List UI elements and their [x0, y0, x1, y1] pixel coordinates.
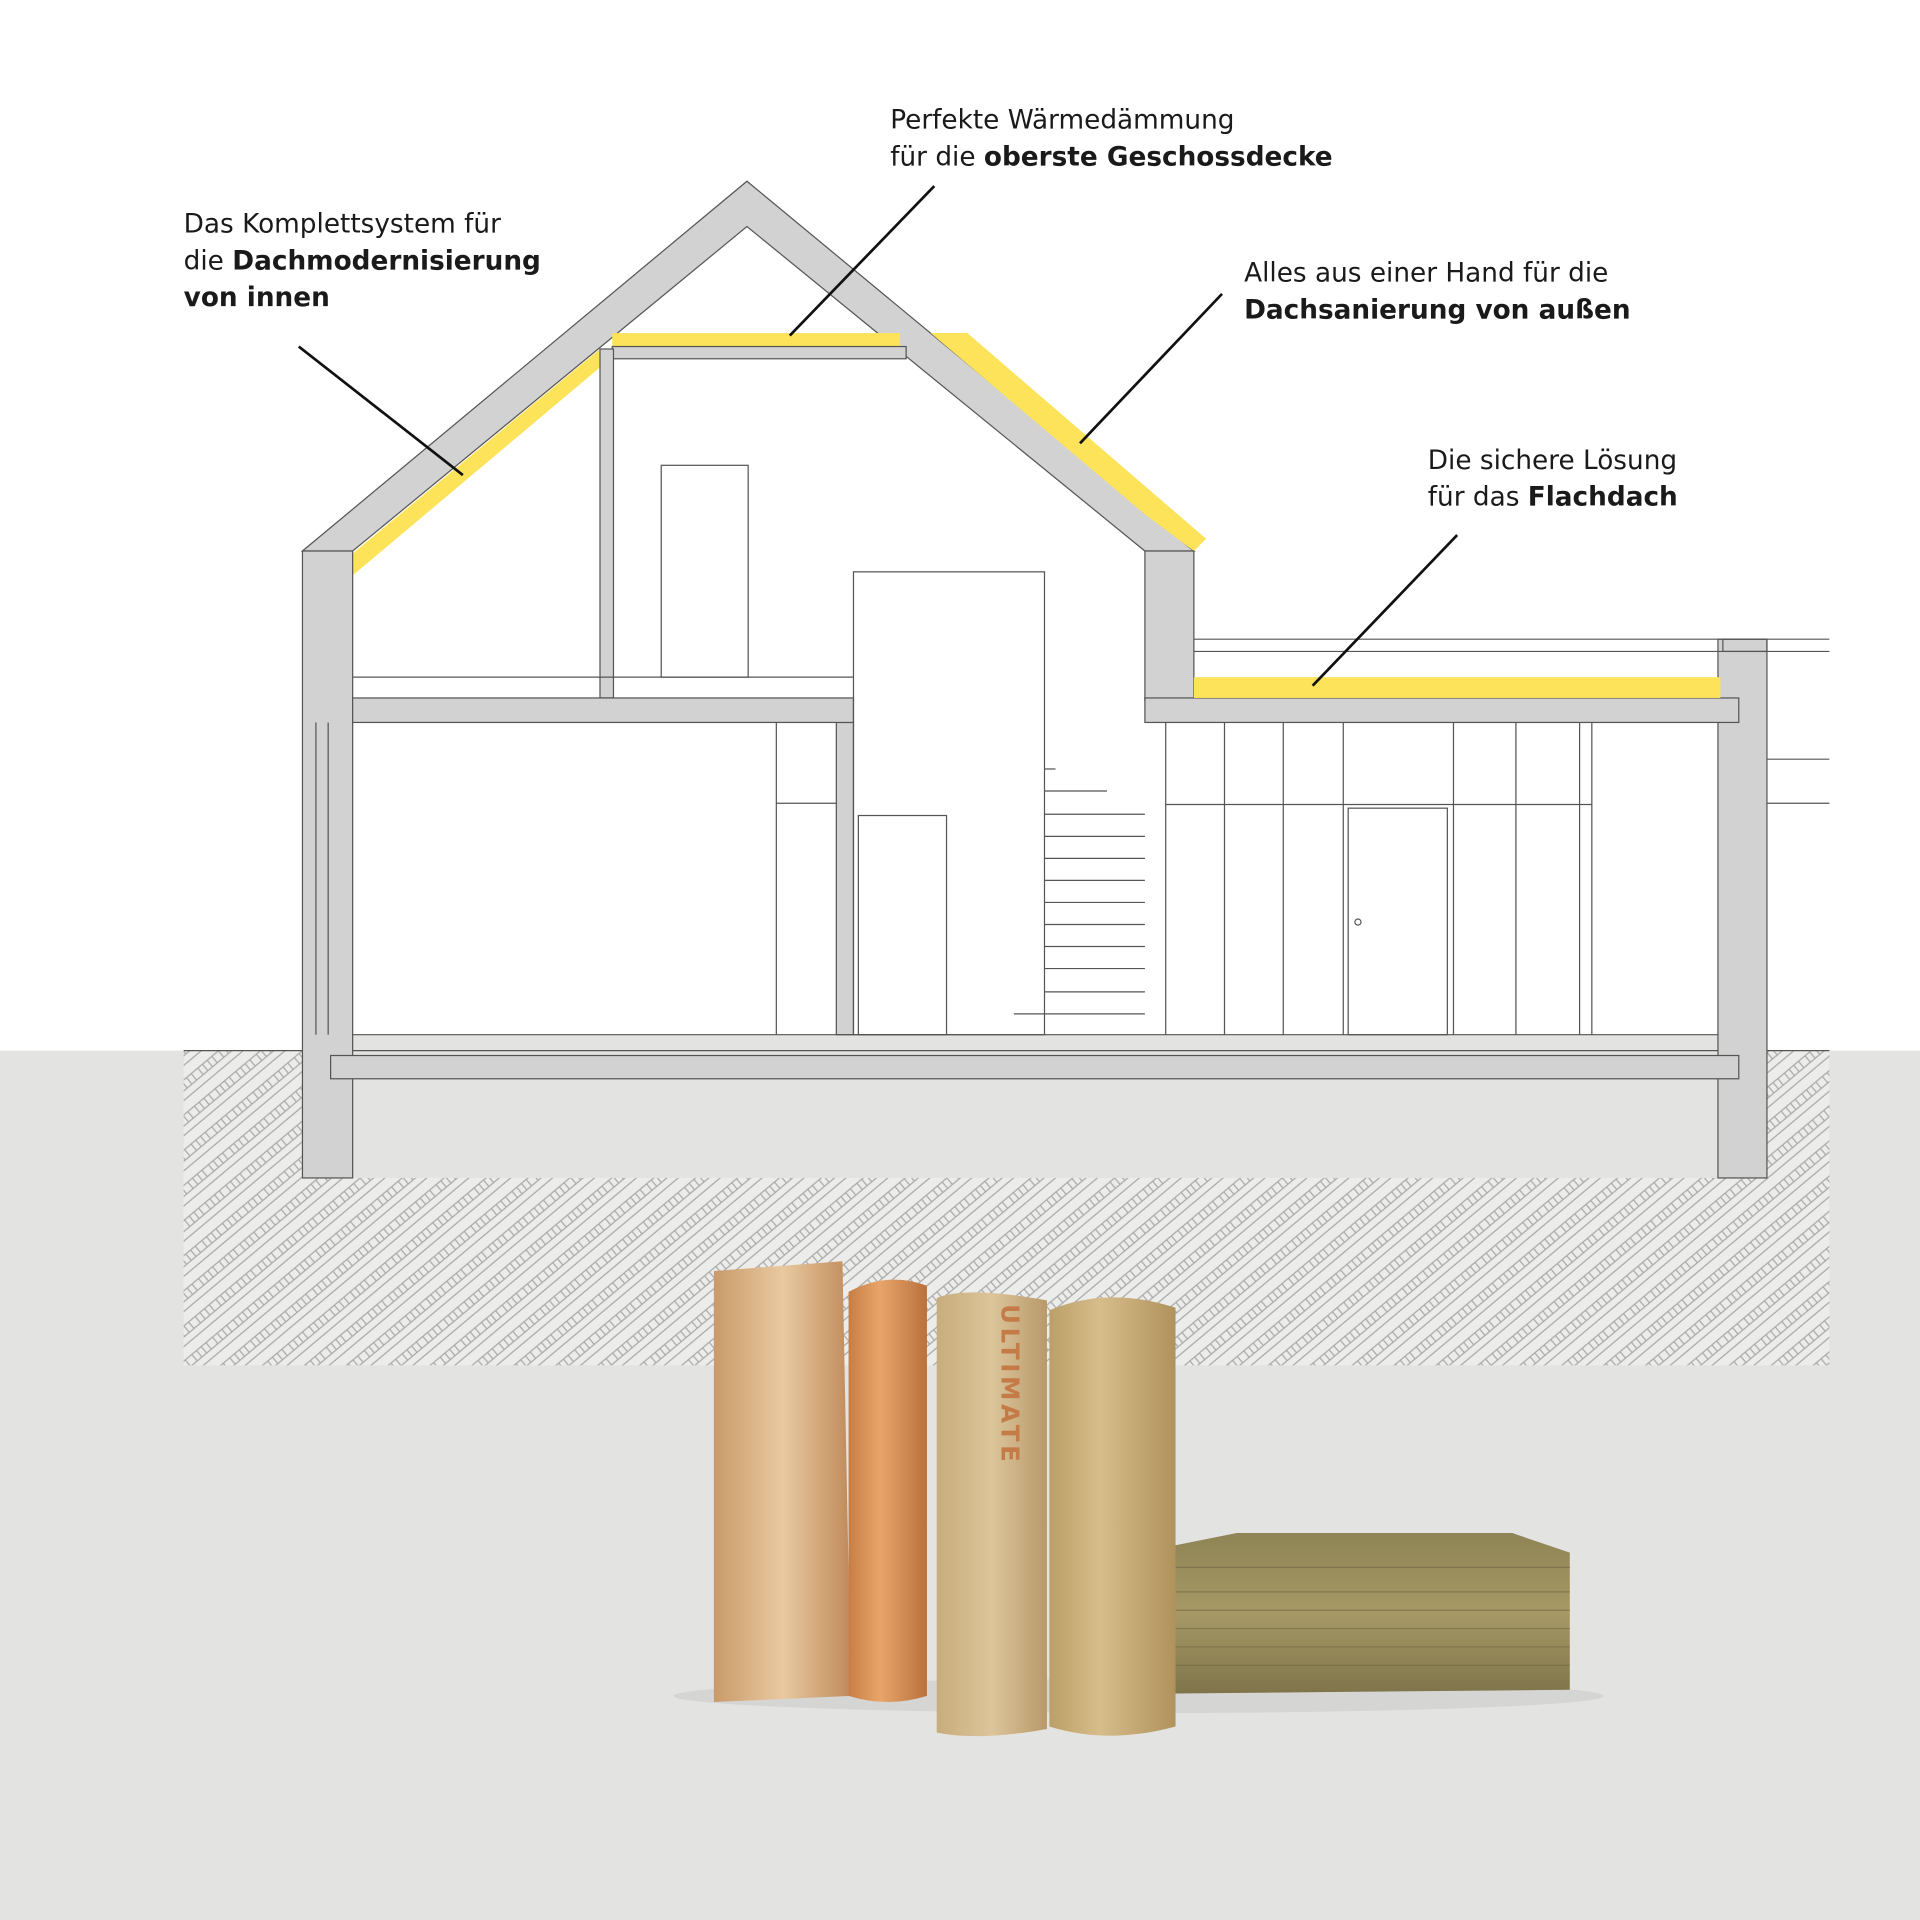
label-roof-interior: Das Komplettsystem für die Dachmodernisi… [184, 210, 541, 313]
right-parapet-wall [1717, 638, 1768, 1179]
svg-text:für das Flachdach: für das Flachdach [1428, 483, 1678, 513]
svg-text:Die sichere Lösung: Die sichere Lösung [1428, 446, 1677, 476]
svg-text:Dachsanierung von außen: Dachsanierung von außen [1244, 295, 1630, 325]
label-roof-exterior: Alles aus einer Hand für die Dachsanieru… [1244, 259, 1630, 326]
insulation-flat-roof [1193, 677, 1721, 698]
label-flat-roof: Die sichere Lösung für das Flachdach [1428, 446, 1678, 513]
base-slab [330, 1054, 1740, 1080]
leader-line-interior [297, 345, 464, 477]
svg-text:Alles aus einer Hand für die: Alles aus einer Hand für die [1244, 259, 1608, 289]
svg-text:die Dachmodernisierung: die Dachmodernisierung [184, 246, 541, 276]
svg-text:für die oberste Geschossdecke: für die oberste Geschossdecke [890, 142, 1332, 172]
product-unrolled-mat [936, 1292, 1047, 1737]
product-boards-stack [1175, 1533, 1570, 1694]
attic-ceiling [611, 345, 907, 360]
leader-line-flat-roof [1311, 534, 1459, 687]
middle-wall [1144, 550, 1195, 702]
interior-lines [315, 464, 1830, 1036]
attic-partition [599, 348, 615, 699]
leader-line-exterior [1079, 292, 1224, 445]
flat-roof-slab [1144, 697, 1740, 724]
insulation-roof-interior [352, 348, 600, 576]
product-print-text: ULTIMATE [996, 1304, 1025, 1465]
insulation-top-ceiling [612, 333, 900, 347]
svg-text:Das Komplettsystem für: Das Komplettsystem für [184, 210, 501, 240]
svg-text:Perfekte Wärmedämmung: Perfekte Wärmedämmung [890, 106, 1234, 136]
svg-text:von innen: von innen [184, 283, 330, 313]
label-top-ceiling: Perfekte Wärmedämmung für die oberste Ge… [890, 106, 1332, 173]
product-orange-roll [848, 1279, 927, 1703]
product-roll [1049, 1297, 1176, 1736]
ground-partition [835, 721, 855, 1036]
upper-floor-slab [352, 697, 855, 724]
leader-line-top-ceiling [788, 185, 936, 337]
insulation-products: ULTIMATE [673, 1261, 1605, 1737]
insulation-roof-exterior [930, 333, 1207, 552]
product-batt-slab [713, 1261, 852, 1703]
